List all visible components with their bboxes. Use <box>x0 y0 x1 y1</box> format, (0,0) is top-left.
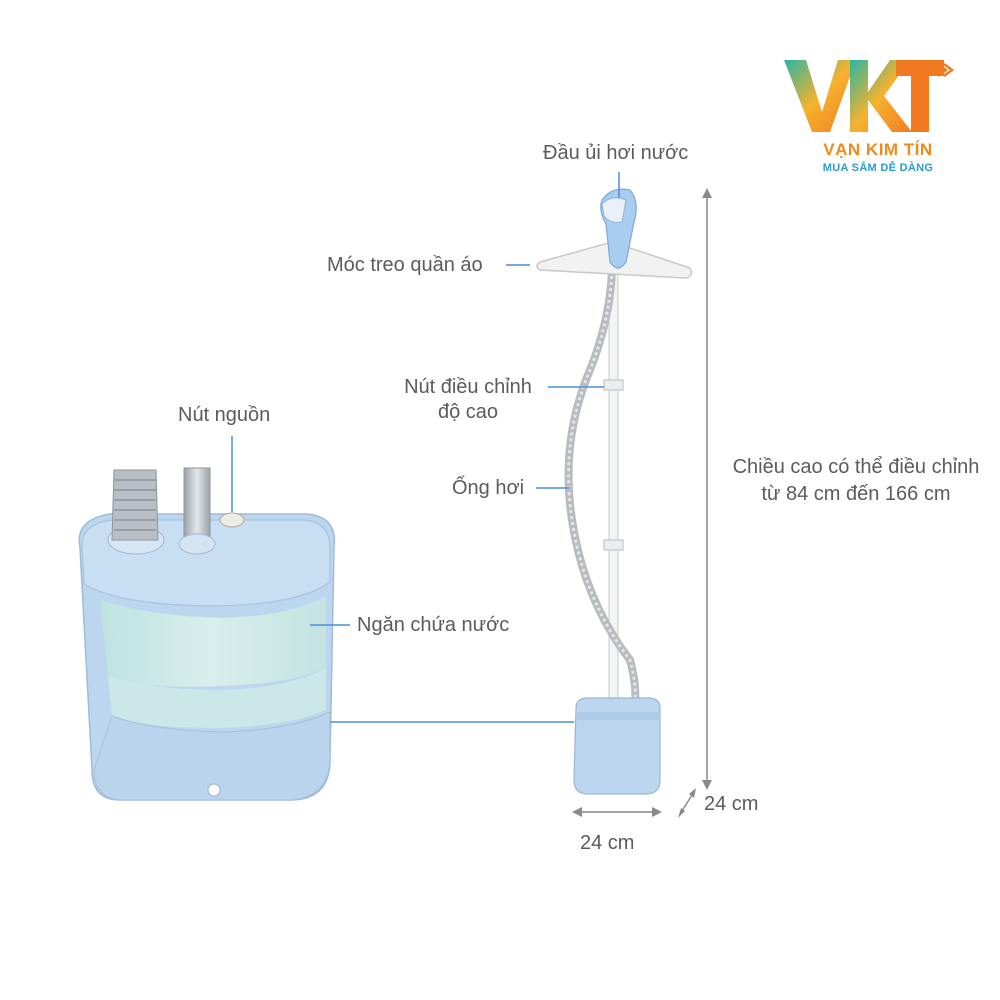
brand-name: VẠN KIM TÍN <box>823 140 933 159</box>
depth-arrow-top <box>689 788 696 798</box>
hose-segment <box>111 469 159 541</box>
tank-closeup <box>78 467 336 801</box>
base-band <box>576 712 660 720</box>
label-steam-head: Đầu ủi hơi nước <box>543 142 689 164</box>
logo-arrow-icon <box>937 63 955 77</box>
label-height-button: Nút điều chỉnh độ cao <box>393 376 543 424</box>
water-window <box>100 596 326 687</box>
steamer-full <box>536 188 693 795</box>
label-height-range-line2: từ 84 cm đến 166 cm <box>761 483 951 505</box>
height-arrow-bottom <box>702 780 712 790</box>
label-height-range-line1: Chiều cao có thể điều chỉnh <box>732 456 980 478</box>
logo-letter-t <box>896 60 944 132</box>
pole-segment <box>183 467 211 539</box>
steamer-base <box>573 697 661 795</box>
water-window-lower <box>108 668 326 728</box>
label-hanger: Móc treo quần áo <box>327 254 483 276</box>
label-depth: 24 cm <box>704 793 759 815</box>
label-power-button: Nút nguồn <box>178 404 271 426</box>
brand-text: VẠN KIM TÍN MUA SẮM DỄ DÀNG <box>808 140 948 174</box>
steamer-hose-highlight <box>567 269 637 709</box>
hose-ribs <box>114 479 156 531</box>
pole-joint <box>603 539 624 551</box>
vkt-logo <box>784 60 955 132</box>
dimension-lines <box>572 188 712 818</box>
label-water-tank: Ngăn chứa nước <box>357 614 510 636</box>
logo-letter-k <box>850 60 912 132</box>
height-arrow-top <box>702 188 712 198</box>
width-arrow-left <box>572 807 582 817</box>
logo-letter-v <box>784 60 856 132</box>
label-height-range: Chiều cao có thể điều chỉnh từ 84 cm đến… <box>718 456 994 506</box>
pole-collar <box>178 533 216 555</box>
height-adjust-clip <box>603 379 624 391</box>
label-width: 24 cm <box>580 832 635 854</box>
drain-plug <box>207 783 221 797</box>
power-button <box>219 512 245 528</box>
tank-lower-band <box>93 711 331 801</box>
width-arrow-right <box>652 807 662 817</box>
leader-lines <box>231 172 620 723</box>
depth-arrow-bottom <box>678 808 685 818</box>
brand-slogan: MUA SẮM DỄ DÀNG <box>822 162 934 174</box>
steam-head-plate <box>601 197 627 223</box>
label-hose: Ống hơi <box>452 477 525 499</box>
label-height-button-line1: Nút điều chỉnh <box>404 376 532 398</box>
label-height-button-line2: độ cao <box>437 401 499 423</box>
